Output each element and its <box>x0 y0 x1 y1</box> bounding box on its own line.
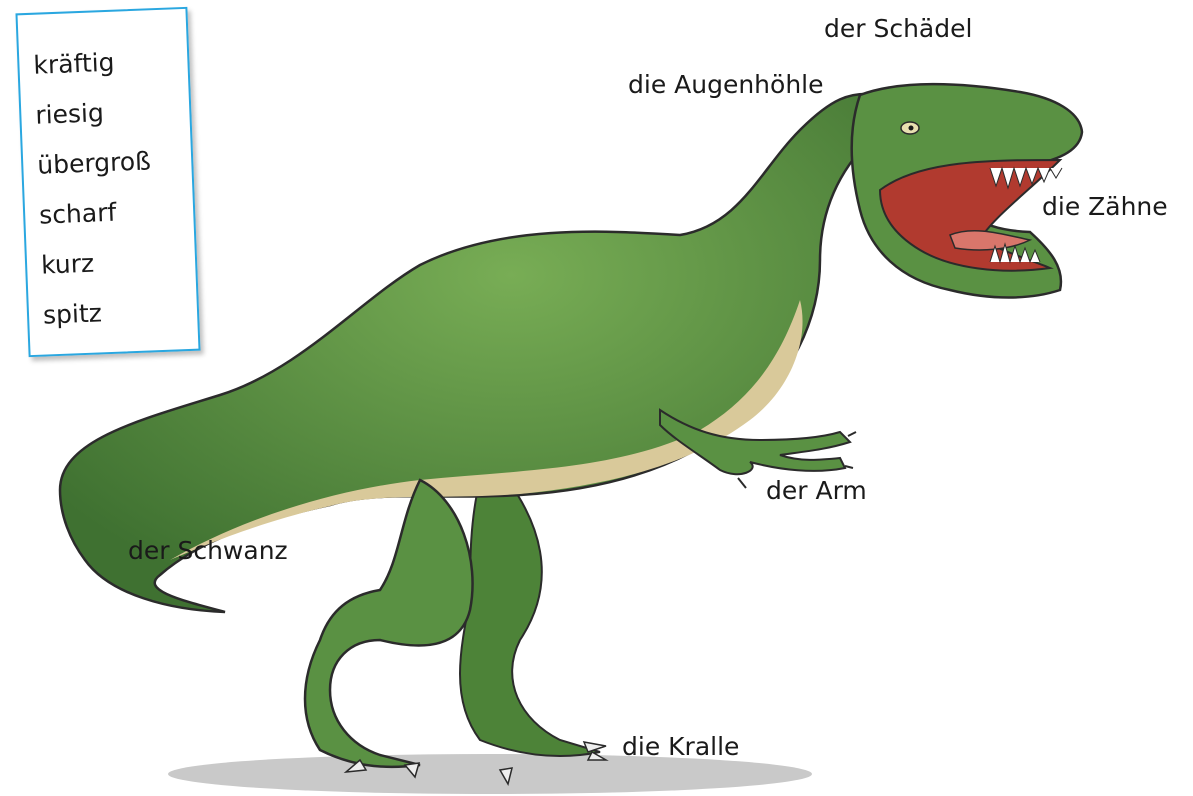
adjective-item: spitz <box>42 285 198 341</box>
pupil <box>909 126 914 131</box>
adjective-item: übergroß <box>36 135 192 191</box>
adjective-item: riesig <box>34 85 190 141</box>
adjective-list: kräftig riesig übergroß scharf kurz spit… <box>18 9 198 341</box>
label-skull: der Schädel <box>824 14 972 43</box>
label-arm: der Arm <box>766 476 867 505</box>
front-leg <box>305 480 473 767</box>
adjective-item: scharf <box>38 185 194 241</box>
back-leg <box>460 470 600 756</box>
adjective-item: kräftig <box>33 35 189 91</box>
adjective-word-box: kräftig riesig übergroß scharf kurz spit… <box>15 7 200 357</box>
adjective-item: kurz <box>40 235 196 291</box>
label-teeth: die Zähne <box>1042 192 1168 221</box>
label-eye-socket: die Augenhöhle <box>628 70 824 99</box>
label-claw: die Kralle <box>622 732 739 761</box>
label-tail: der Schwanz <box>128 536 288 565</box>
